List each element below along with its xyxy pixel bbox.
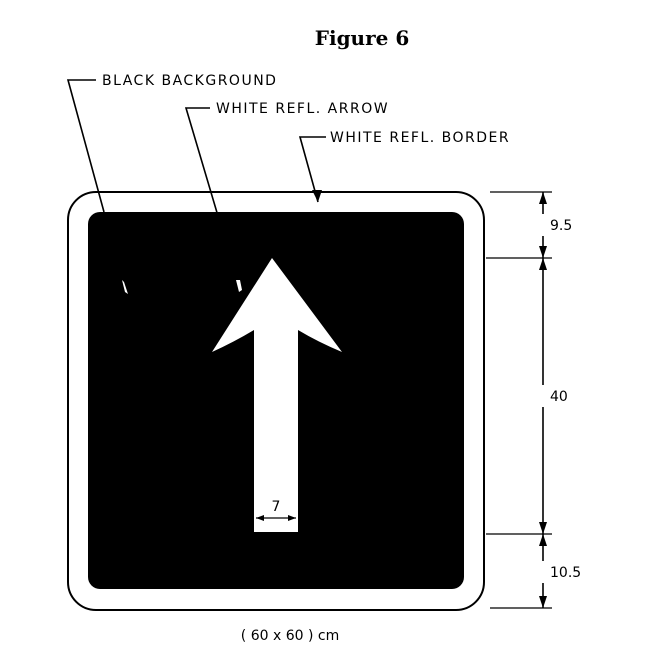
leader-black-background: BLACK BACKGROUND xyxy=(66,73,277,213)
label-black-background: BLACK BACKGROUND xyxy=(102,73,277,89)
label-white-arrow: WHITE REFL. ARROW xyxy=(216,101,389,117)
dim-bottom-label: 10.5 xyxy=(550,565,581,581)
stem-width-label: 7 xyxy=(272,499,281,515)
panel-mark-right xyxy=(236,280,242,292)
leader-white-arrow: WHITE REFL. ARROW xyxy=(184,101,389,217)
label-white-border: WHITE REFL. BORDER xyxy=(330,130,510,146)
white-arrow xyxy=(212,258,342,532)
stem-width-dimension: 7 xyxy=(256,499,296,521)
dim-middle-label: 40 xyxy=(550,389,568,405)
panel-mark-left xyxy=(122,280,128,294)
overall-size-caption: ( 60 x 60 ) cm xyxy=(241,628,339,644)
dim-top-label: 9.5 xyxy=(550,218,572,234)
figure-title: Figure 6 xyxy=(315,26,409,50)
vertical-dimensions: 9.5 40 10.5 xyxy=(486,191,592,609)
leader-white-border: WHITE REFL. BORDER xyxy=(298,130,510,203)
